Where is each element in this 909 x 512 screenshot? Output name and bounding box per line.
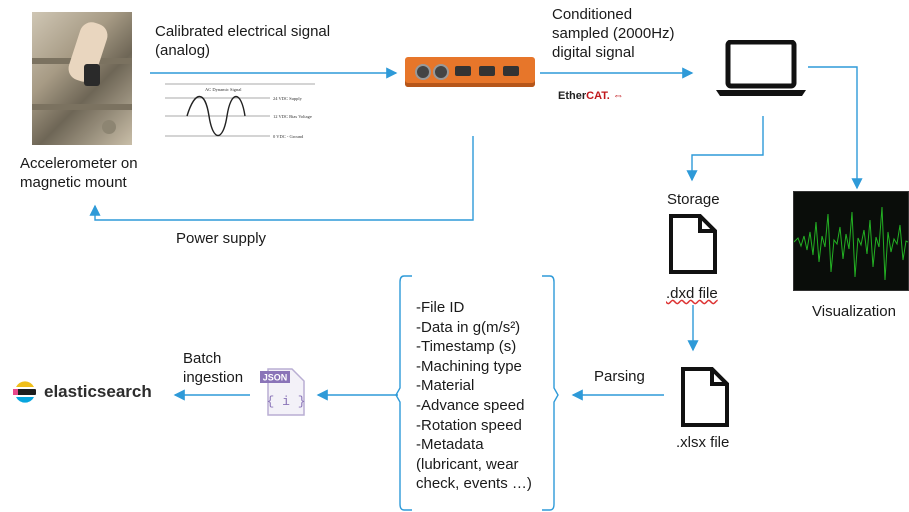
parsing-label: Parsing	[594, 368, 645, 385]
field-item: -Material	[416, 377, 475, 395]
xlsx-file-icon	[681, 367, 729, 427]
json-badge-text: JSON	[263, 373, 288, 383]
storage-label: Storage	[667, 191, 720, 208]
power-supply-label: Power supply	[176, 230, 267, 247]
arrow-laptop-to-storage	[686, 116, 764, 182]
analog-signal-label: Calibrated electrical signal(analog)	[155, 23, 331, 59]
dxd-file-icon	[669, 214, 717, 274]
json-file-icon: JSON { i }	[258, 367, 306, 417]
signal-dynamic-label: AC Dynamic Signal	[205, 87, 242, 92]
field-item: -Metadata	[416, 436, 484, 454]
signal-ground-label: 0 VDC - Ground	[273, 134, 304, 139]
elasticsearch-logo-icon	[13, 381, 36, 403]
xlsx-file-label: .xlsx file	[676, 434, 730, 451]
signal-bias-label: 12 VDC Bias Voltage	[273, 114, 312, 119]
field-item: -Timestamp (s)	[416, 338, 517, 356]
arrow-power-supply	[89, 136, 474, 221]
signal-waveform-diagram: AC Dynamic Signal 24 VDC Supply 12 VDC B…	[165, 83, 315, 139]
field-item: -Data in g(m/s²)	[416, 318, 521, 336]
field-item: (lubricant, wear	[416, 455, 519, 473]
field-item: -File ID	[416, 299, 465, 316]
daq-device-image	[405, 57, 535, 87]
ethercat-logo: EtherCAT. ⇔	[558, 90, 624, 102]
arrow-laptop-to-visualization	[808, 66, 863, 190]
field-list-bracket	[395, 275, 559, 511]
laptop-icon	[716, 40, 806, 96]
accelerometer-photo	[32, 12, 132, 145]
field-item: -Advance speed	[416, 396, 525, 414]
visualization-waveform-image	[793, 191, 909, 291]
field-item: -Rotation speed	[416, 416, 522, 434]
field-item: -Machining type	[416, 357, 522, 375]
signal-supply-label: 24 VDC Supply	[273, 96, 303, 101]
json-symbol: { i }	[266, 394, 305, 409]
dxd-file-label: .dxd file	[666, 285, 718, 302]
field-item: check, events …)	[416, 475, 532, 493]
data-fields-list: -File ID-Data in g(m/s²)-Timestamp (s)-M…	[416, 298, 532, 494]
elasticsearch-label: elasticsearch	[44, 382, 152, 401]
visualization-label: Visualization	[812, 303, 896, 320]
